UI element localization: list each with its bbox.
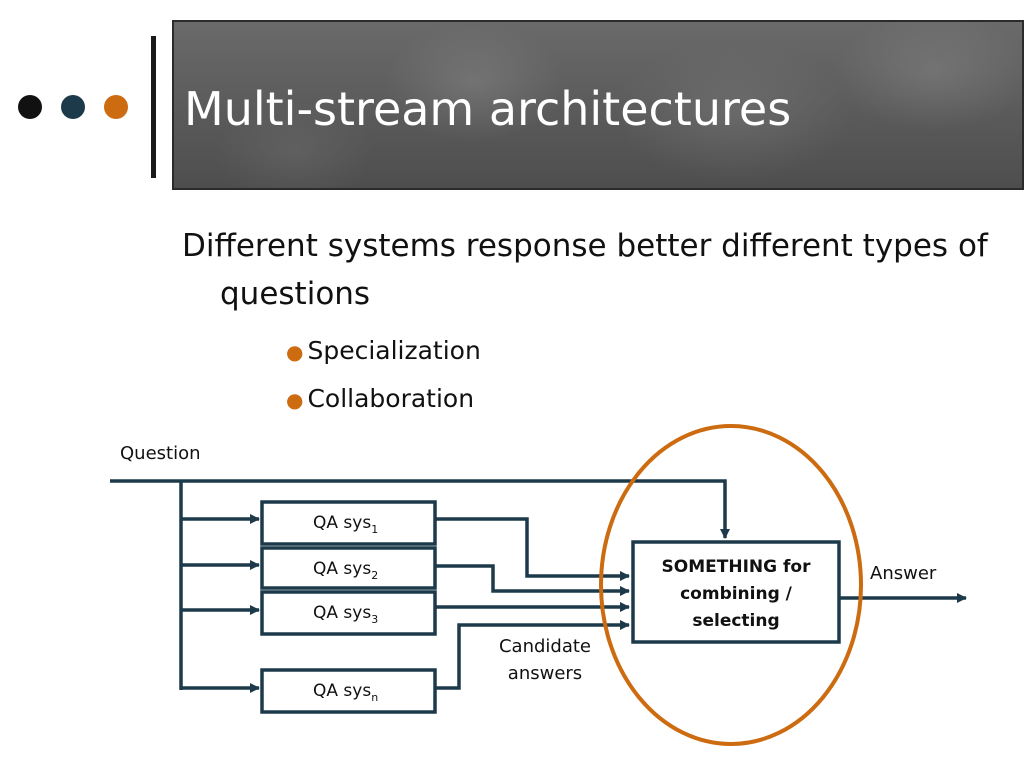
question-label: Question	[120, 443, 201, 464]
qa-system-n-label: QA sysn	[313, 681, 378, 704]
combiner-box	[631, 540, 841, 644]
qa-system-1-box	[260, 500, 437, 546]
title-banner	[172, 20, 1024, 190]
qa-system-2-label: QA sys2	[313, 559, 378, 582]
qa-system-n-box	[260, 668, 437, 714]
black-dot-icon	[18, 95, 42, 119]
orange-bullet-icon: ●	[286, 340, 304, 364]
orange-bullet-icon: ●	[286, 388, 304, 412]
sub-bullet-label: Collaboration	[307, 384, 475, 413]
slide-title: Multi-stream architectures	[184, 82, 792, 136]
candidate-answers-label-line-2: answers	[508, 663, 582, 684]
qa-system-2-box	[260, 546, 437, 590]
qa-system-3-box	[260, 590, 437, 636]
qa-2-output-arrow	[435, 564, 630, 596]
qa-1-output-arrow	[435, 517, 630, 581]
highlight-ellipse	[599, 424, 863, 746]
qa-n-output-arrow	[435, 620, 630, 690]
navy-dot-icon	[61, 95, 85, 119]
question-line	[110, 479, 730, 539]
qa-system-1-label: QA sys1	[313, 513, 378, 536]
main-bullet-text: Different systems response better differ…	[182, 228, 988, 312]
combiner-label-line-2: combining /	[680, 584, 793, 604]
qa-system-3-label: QA sys3	[313, 603, 378, 626]
sub-bullet-specialization: ●Specialization	[286, 333, 481, 370]
sub-bullet-collaboration: ●Collaboration	[286, 381, 474, 418]
sub-bullet-label: Specialization	[307, 336, 481, 365]
combiner-label-line-3: selecting	[692, 611, 779, 631]
orange-dot-icon	[104, 95, 128, 119]
title-divider	[151, 36, 156, 178]
answer-label: Answer	[870, 563, 937, 584]
combiner-label-line-1: SOMETHING for	[662, 557, 812, 577]
candidate-answers-label-line-1: Candidate	[499, 636, 591, 657]
